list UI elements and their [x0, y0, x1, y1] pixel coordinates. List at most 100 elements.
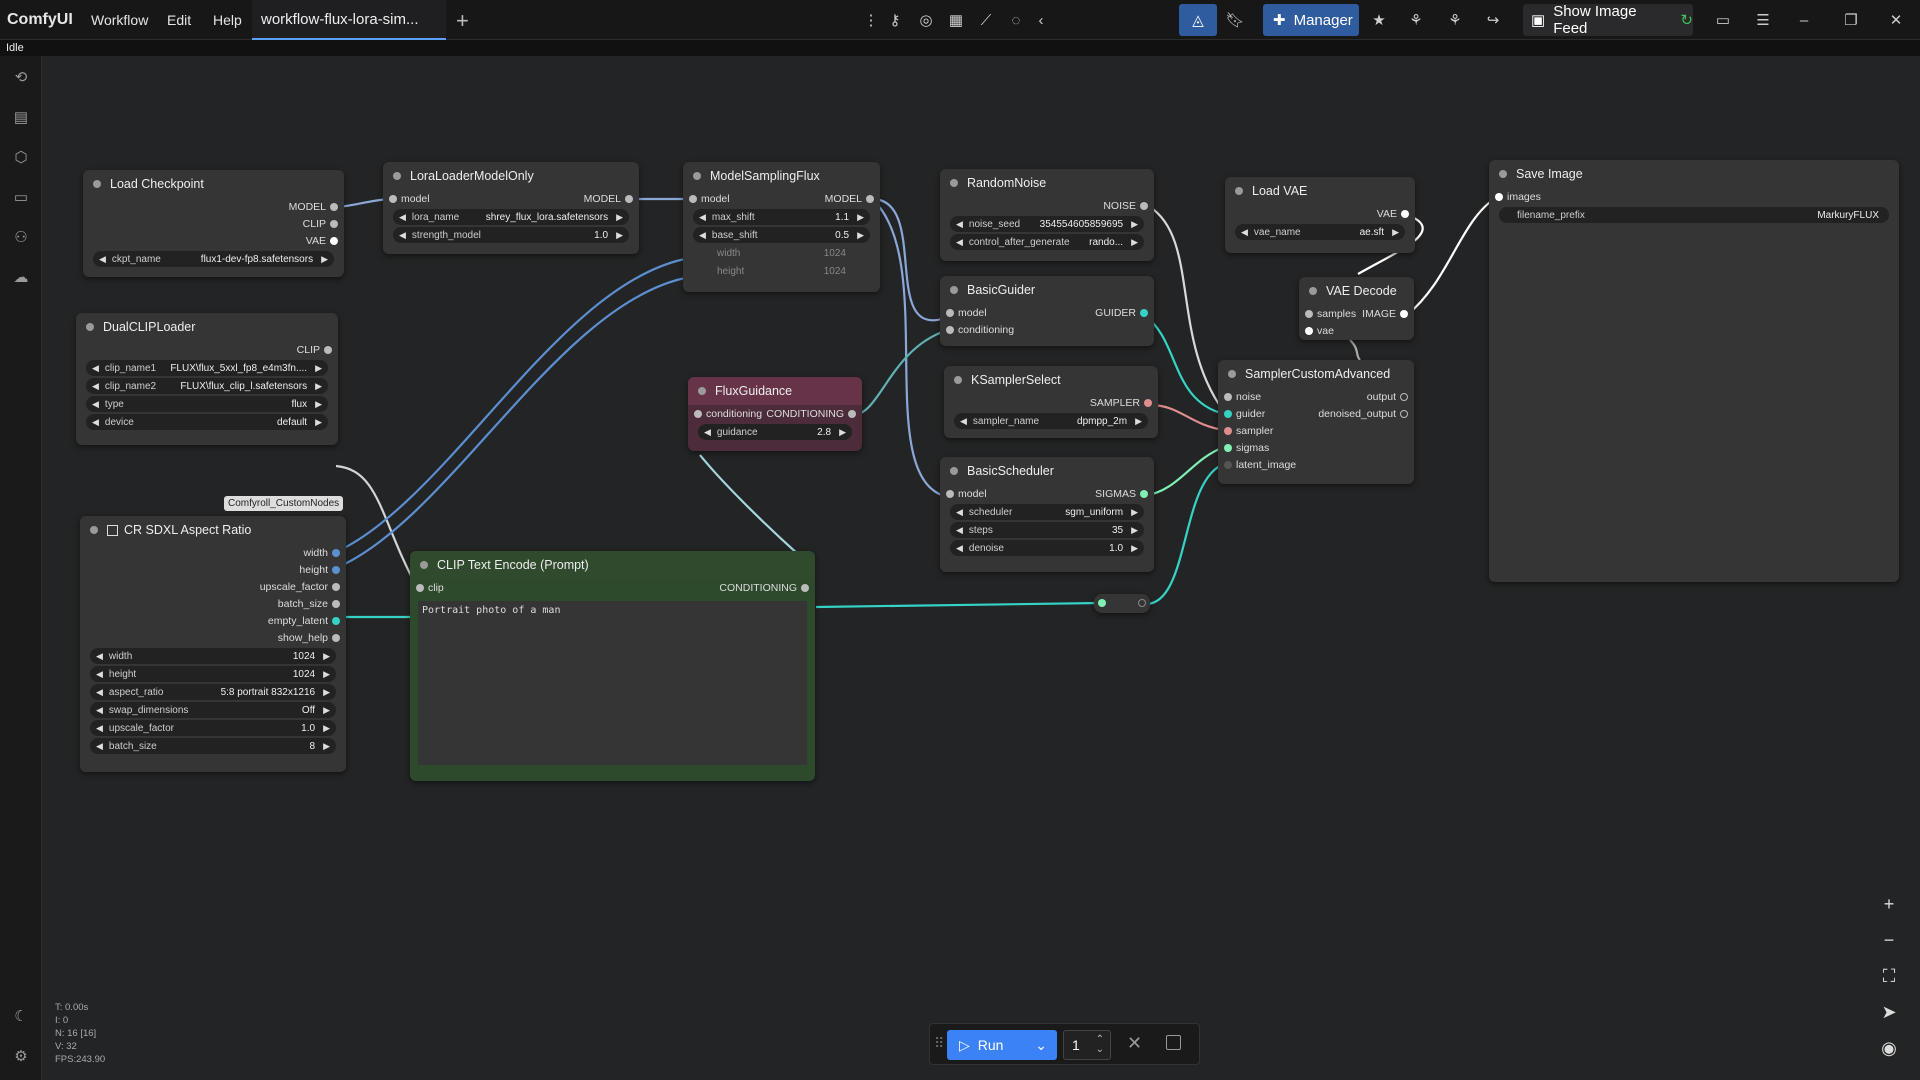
output-show-help[interactable]: show_help — [80, 630, 346, 646]
node-header[interactable]: RandomNoise — [940, 169, 1154, 197]
zoom-out-icon[interactable]: − — [1883, 929, 1895, 950]
zoom-in-icon[interactable]: + — [1883, 893, 1895, 914]
menu-help[interactable]: Help — [213, 12, 242, 28]
output-clip[interactable]: CLIP — [83, 216, 344, 232]
reroute-in-dot[interactable] — [1098, 599, 1106, 607]
restore-icon[interactable]: ❐ — [1844, 12, 1858, 29]
node-header[interactable]: BasicScheduler — [940, 457, 1154, 485]
node-header[interactable]: CR SDXL Aspect Ratio — [80, 516, 346, 544]
output-empty-latent[interactable]: empty_latent — [80, 613, 346, 629]
node-header[interactable]: DualCLIPLoader — [76, 313, 338, 341]
output-sampler[interactable]: SAMPLER — [944, 395, 1158, 411]
upload-cloud-icon[interactable]: ☁ — [13, 269, 29, 286]
menu-workflow[interactable]: Workflow — [91, 12, 149, 28]
share-icon[interactable]: ↪ — [1486, 12, 1500, 29]
panel-icon[interactable]: ▭ — [1715, 12, 1731, 29]
cancel-icon[interactable]: ✕ — [1127, 1033, 1143, 1053]
stepper-icon[interactable]: ⌃⌄ — [1095, 1034, 1104, 1055]
chevron-left-icon[interactable]: ‹ — [1038, 11, 1044, 29]
star-icon[interactable]: ★ — [1372, 12, 1386, 29]
node-header[interactable]: ModelSamplingFlux — [683, 162, 880, 190]
node-header[interactable]: Save Image — [1489, 160, 1899, 188]
history-icon[interactable]: ⟲ — [14, 69, 28, 86]
reroute-node[interactable] — [1094, 594, 1150, 613]
minimize-icon[interactable]: – — [1799, 11, 1809, 29]
node-header[interactable]: Load Checkpoint — [83, 170, 344, 198]
moon-icon[interactable]: ☾ — [14, 1008, 28, 1025]
stop-icon[interactable] — [1166, 1035, 1181, 1050]
node-header[interactable]: Load VAE — [1225, 177, 1415, 205]
node-header[interactable]: SamplerCustomAdvanced — [1218, 360, 1414, 388]
run-button[interactable]: ▷ Run ⌄ — [947, 1030, 1057, 1060]
input-vae[interactable]: vae — [1299, 323, 1414, 339]
prompt-textarea[interactable]: Portrait photo of a man — [418, 601, 807, 765]
model-manager-button[interactable]: ◬ — [1179, 4, 1217, 36]
layout-icon[interactable]: ▦ — [948, 12, 964, 29]
node-header[interactable]: VAE Decode — [1299, 277, 1414, 305]
close-icon[interactable]: ✕ — [1889, 12, 1903, 29]
output-clip[interactable]: CLIP — [76, 342, 338, 358]
output-noise[interactable]: NOISE — [940, 198, 1154, 214]
pointer-icon[interactable]: ➤ — [1881, 1001, 1897, 1022]
github-icon[interactable]: ◌ — [1011, 11, 1021, 29]
input-images[interactable]: images — [1489, 189, 1899, 205]
output-height[interactable]: height — [80, 562, 346, 578]
node-cr-sdxl-aspect-ratio[interactable]: CR SDXL Aspect Ratio width height upscal… — [80, 516, 346, 772]
fit-view-icon[interactable]: ⛶ — [1882, 965, 1896, 986]
output-batch-size[interactable]: batch_size — [80, 596, 346, 612]
input-sigmas[interactable]: sigmas — [1218, 440, 1414, 456]
settings-icon[interactable]: ⚙ — [14, 1048, 28, 1065]
checkbox-icon[interactable] — [107, 524, 118, 536]
node-load-checkpoint[interactable]: Load Checkpoint MODEL CLIP VAE ◀ckpt_nam… — [83, 170, 344, 277]
chart-icon[interactable]: ⟋ — [980, 11, 992, 29]
add-tab-icon[interactable]: + — [456, 8, 469, 33]
output-model[interactable]: MODEL — [83, 199, 344, 215]
node-header[interactable]: LoraLoaderModelOnly — [383, 162, 639, 190]
drag-handle-icon[interactable]: ⠿ — [934, 1035, 945, 1051]
output-upscale-factor[interactable]: upscale_factor — [80, 579, 346, 595]
show-image-feed-button[interactable]: ▣ Show Image Feed ↻ — [1523, 3, 1693, 37]
node-header[interactable]: CLIP Text Encode (Prompt) — [410, 551, 815, 579]
key-icon[interactable]: ⚷ — [889, 12, 901, 29]
github-alt2-icon[interactable]: ⚘ — [1448, 12, 1462, 29]
output-width[interactable]: width — [80, 545, 346, 561]
chevron-down-icon[interactable]: ⌄ — [1035, 1036, 1047, 1053]
folder-icon[interactable]: ▭ — [13, 189, 29, 206]
cube-icon[interactable]: ⬡ — [14, 149, 28, 166]
